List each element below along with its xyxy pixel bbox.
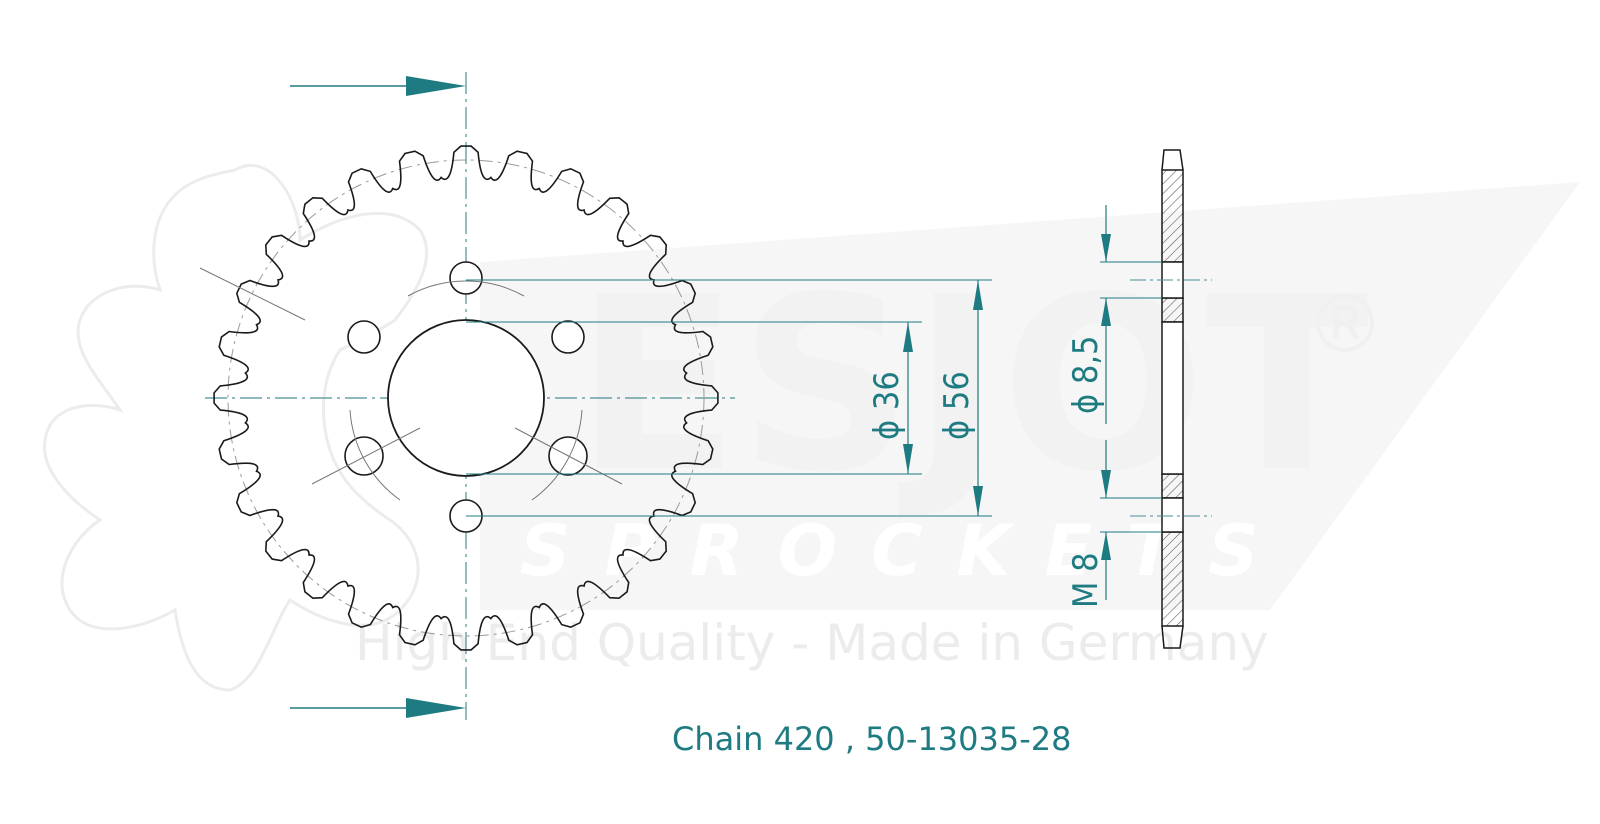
dimension-bolt-circle-diameter: ϕ 56 [937, 371, 977, 440]
bolt-hole [551, 320, 585, 354]
pitch-circle [227, 159, 705, 637]
dimension-thread: M 8 [1066, 552, 1106, 608]
sprocket-tooth-outline [213, 145, 719, 651]
watermark-gear-outline [42, 163, 429, 692]
center-bore [387, 319, 545, 477]
dimension-lines [466, 279, 992, 517]
watermark: ESJOT ® SPROCKETS High End Quality - Mad… [42, 163, 1580, 692]
part-caption: Chain 420 , 50-13035-28 [672, 720, 1072, 758]
sprocket-front-view [199, 72, 735, 720]
sprocket-side-section [1130, 149, 1212, 649]
arrow-right-icon [406, 698, 466, 718]
bolt-holes [344, 261, 588, 533]
watermark-registered-mark: ® [1305, 278, 1385, 371]
dimension-hole-diameter: ϕ 8,5 [1066, 335, 1106, 414]
watermark-tagline: High End Quality - Made in Germany [355, 614, 1269, 672]
watermark-subbrand: SPROCKETS [520, 510, 1293, 592]
dimension-inner-diameter: ϕ 36 [867, 371, 907, 440]
bolt-hole [344, 436, 384, 476]
hole-axis-lines [199, 267, 623, 501]
side-dimension-lines [1100, 205, 1162, 600]
arrow-right-icon [406, 76, 466, 96]
section-arrows [290, 76, 466, 718]
bolt-hole [449, 261, 483, 295]
watermark-band [480, 182, 1580, 610]
bolt-hole [347, 320, 381, 354]
